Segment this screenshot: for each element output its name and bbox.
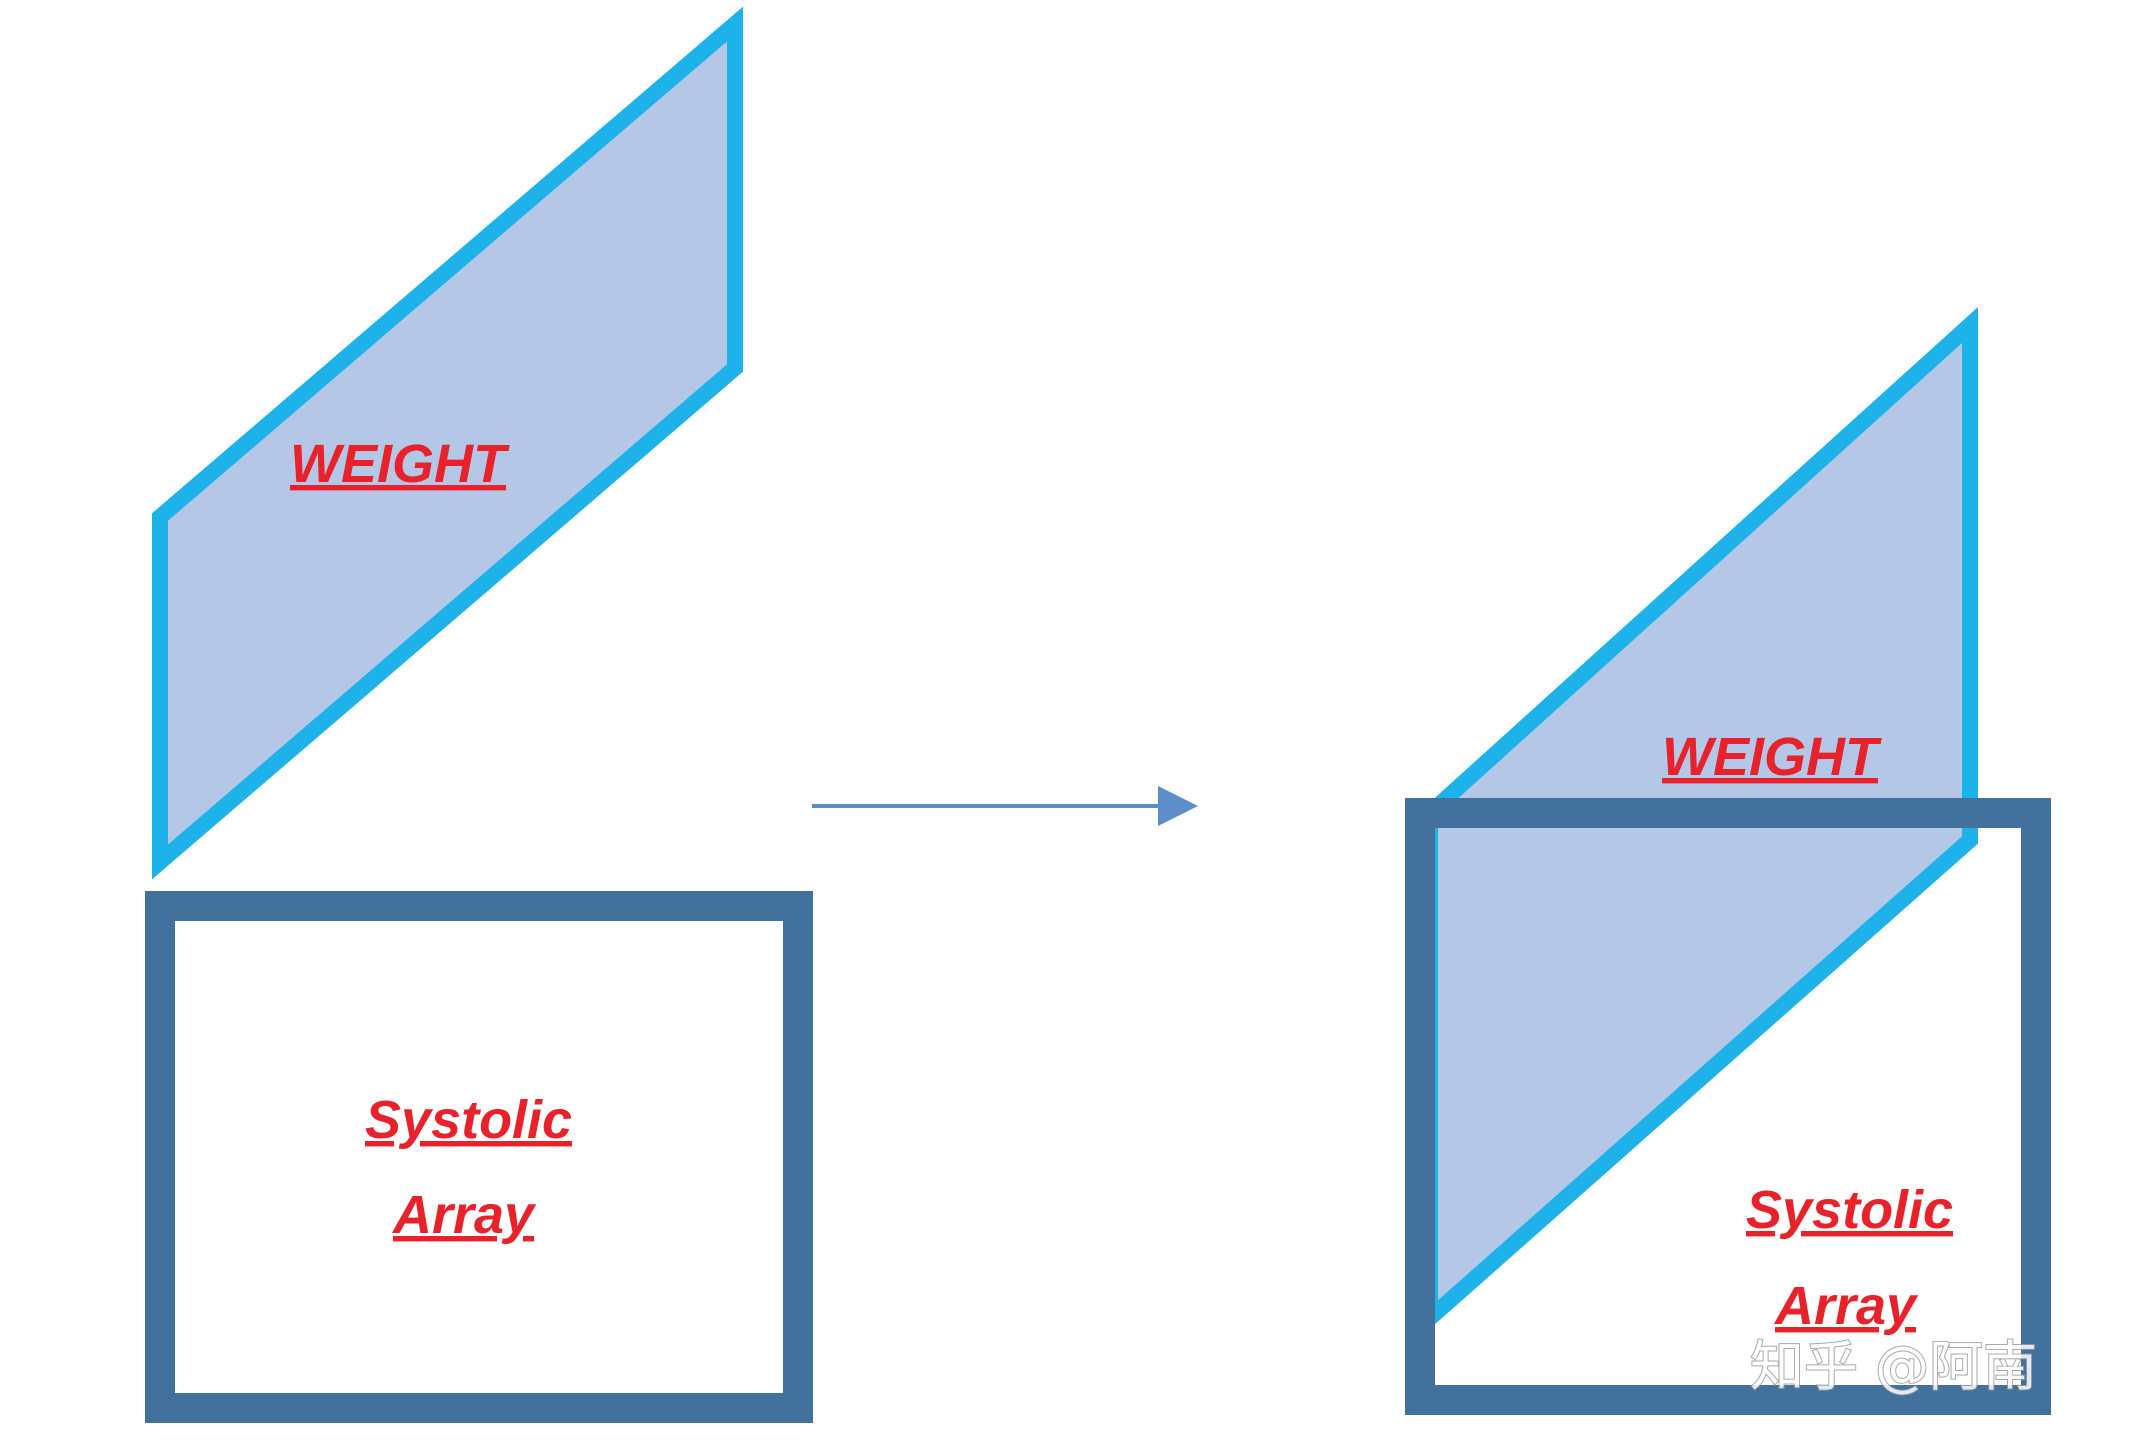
left-array-label-line2: Array [391, 1185, 537, 1245]
right-weight-label: WEIGHT [1662, 727, 1882, 787]
right-array-label-line1: Systolic [1746, 1180, 1953, 1240]
watermark-text: 知乎 @阿南 [1750, 1335, 2037, 1398]
left-systolic-array-box [145, 891, 813, 1423]
left-weight-parallelogram [152, 6, 743, 880]
left-array-label-line1: Systolic [365, 1090, 572, 1150]
right-systolic-array-box [1405, 798, 2051, 1415]
right-diagram: WEIGHT Systolic Array [1405, 306, 2051, 1415]
left-weight-label: WEIGHT [290, 434, 510, 494]
left-diagram: WEIGHT Systolic Array [145, 6, 813, 1423]
right-array-label-line2: Array [1773, 1276, 1919, 1336]
